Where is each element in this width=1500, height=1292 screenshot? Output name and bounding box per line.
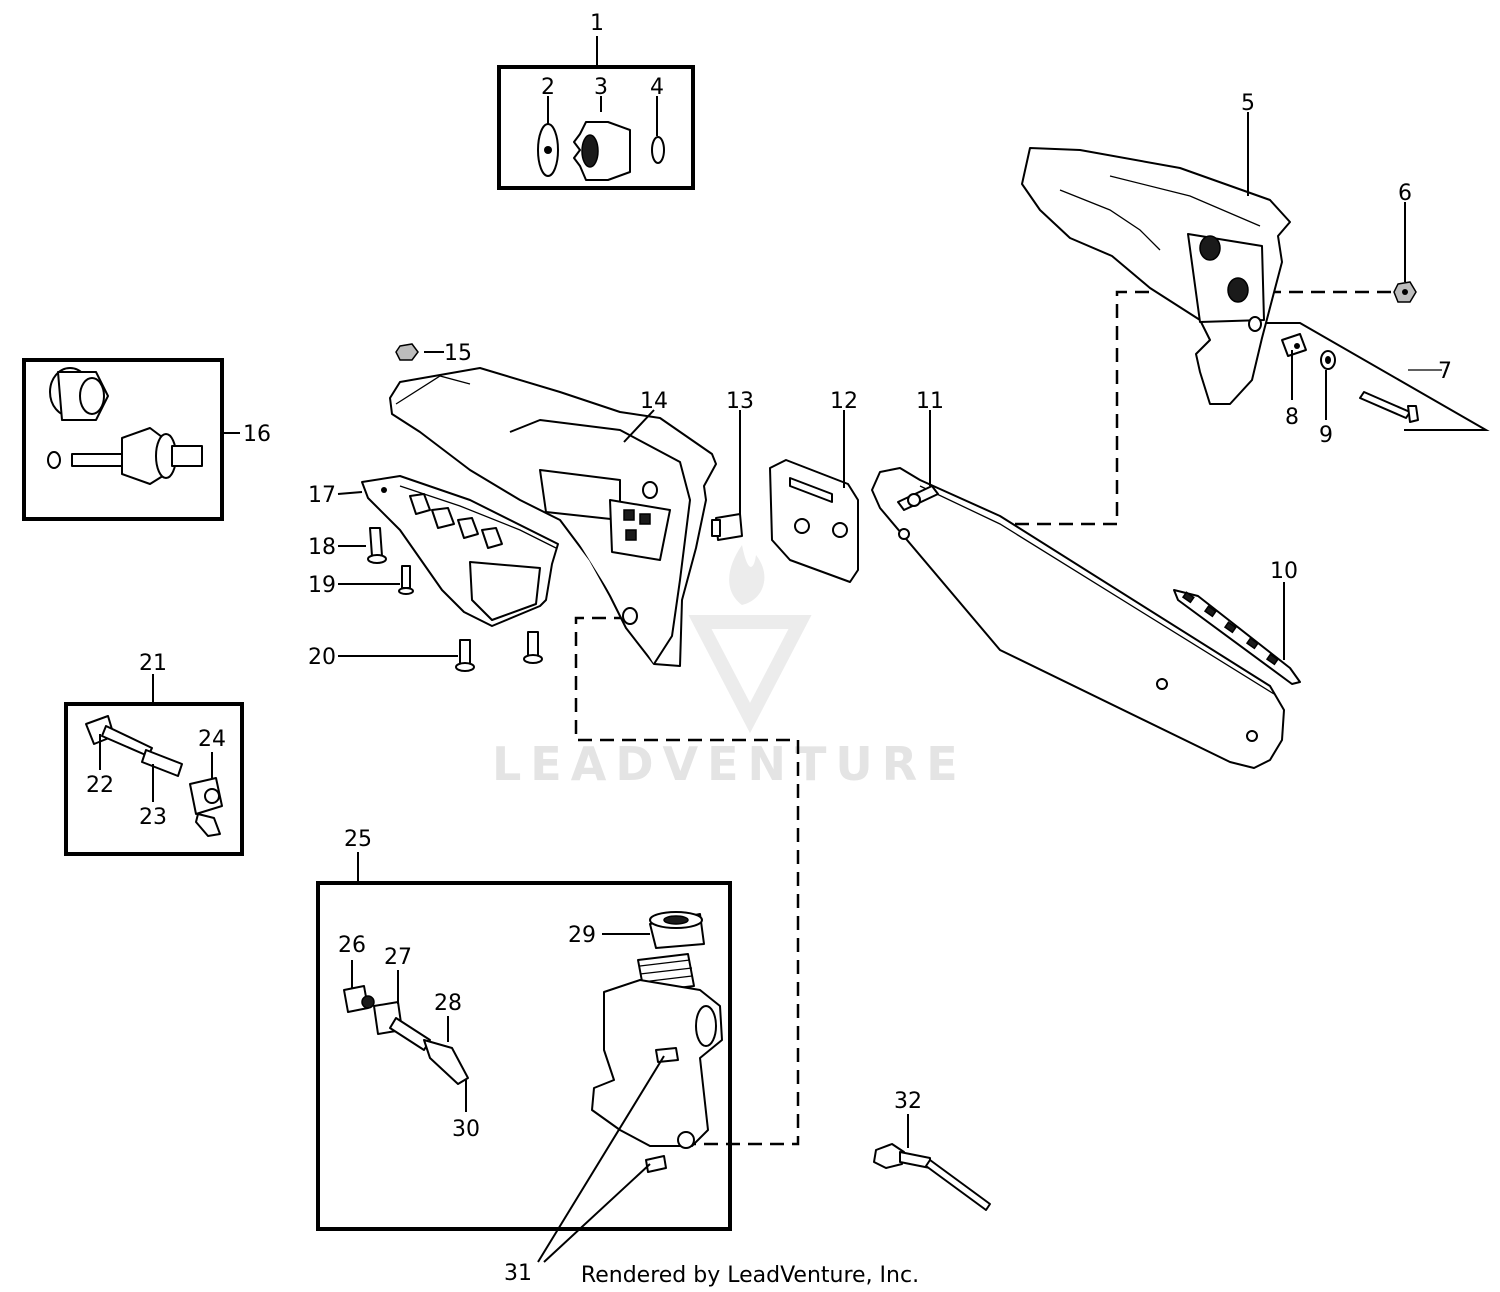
- callout-labels: 1 2 3 4 5 6 7 8 9 10 11 12 13 14 15 16 1…: [86, 11, 1452, 1286]
- callout-2: 2: [541, 75, 555, 100]
- callout-25: 25: [344, 827, 372, 852]
- credit-text: Rendered by LeadVenture, Inc.: [581, 1263, 919, 1288]
- callout-29: 29: [568, 923, 596, 948]
- washer: [1320, 350, 1336, 370]
- oil-pump-assembly: [85, 715, 223, 837]
- callout-27: 27: [384, 945, 412, 970]
- gear-assembly: [47, 367, 203, 485]
- callout-12: 12: [830, 389, 858, 414]
- callout-20: 20: [308, 645, 336, 670]
- sprocket-assembly: [537, 121, 665, 181]
- leader-lines: [99, 36, 1406, 1263]
- watermark-text: LEADVENTURE: [492, 737, 967, 791]
- bar-plate: [769, 459, 859, 583]
- guard-nut: [395, 343, 419, 361]
- callout-21: 21: [139, 651, 167, 676]
- watermark: LEADVENTURE: [492, 545, 967, 791]
- guide-bar: [871, 467, 1285, 769]
- callout-8: 8: [1285, 405, 1299, 430]
- callout-15: 15: [444, 341, 472, 366]
- callout-26: 26: [338, 933, 366, 958]
- bar-stud: [711, 513, 743, 541]
- callout-9: 9: [1319, 423, 1333, 448]
- callout-32: 32: [894, 1089, 922, 1114]
- callout-31: 31: [504, 1261, 532, 1286]
- callout-7: 7: [1438, 359, 1452, 384]
- leader-7-bracket: [1266, 322, 1490, 431]
- callout-23: 23: [139, 805, 167, 830]
- screw-19: [398, 565, 414, 595]
- oil-tank-assembly: [343, 911, 723, 1173]
- side-cover: [1021, 147, 1291, 405]
- callout-6: 6: [1398, 181, 1412, 206]
- callout-11: 11: [916, 389, 944, 414]
- screw-18: [367, 527, 387, 564]
- callout-24: 24: [198, 727, 226, 752]
- callout-5: 5: [1241, 91, 1255, 116]
- callout-17: 17: [308, 483, 336, 508]
- callout-10: 10: [1270, 559, 1298, 584]
- callout-22: 22: [86, 773, 114, 798]
- callout-4: 4: [650, 75, 664, 100]
- callout-28: 28: [434, 991, 462, 1016]
- callout-1: 1: [590, 11, 604, 36]
- gear-housing: [361, 475, 559, 627]
- callout-16: 16: [243, 422, 271, 447]
- callout-box-25: [316, 881, 732, 1231]
- screw-20a: [455, 639, 475, 672]
- bar-nut: [1393, 281, 1417, 303]
- callout-13: 13: [726, 389, 754, 414]
- adjuster-pin: [1281, 333, 1307, 357]
- tensioner-bolt: [1359, 391, 1419, 423]
- chain-guard: [389, 367, 717, 667]
- callout-30: 30: [452, 1117, 480, 1142]
- callout-3: 3: [594, 75, 608, 100]
- scrench-tool: [873, 1143, 991, 1211]
- callout-19: 19: [308, 573, 336, 598]
- callout-14: 14: [640, 389, 668, 414]
- screw-20b: [523, 631, 543, 664]
- dashed-line-guard-to-tank: [574, 616, 800, 1146]
- saw-chain: [1173, 589, 1301, 685]
- callout-box-16: [22, 358, 224, 521]
- callout-18: 18: [308, 535, 336, 560]
